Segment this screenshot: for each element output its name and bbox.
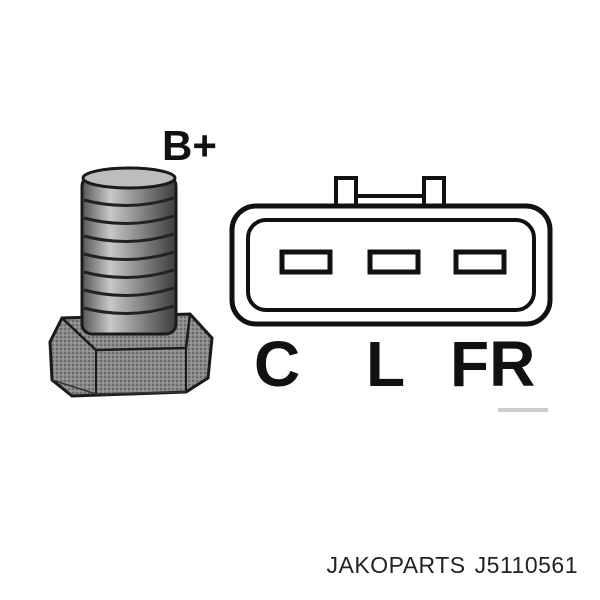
- watermark-mark: [498, 408, 548, 412]
- brand-name: JAKOPARTS: [326, 552, 466, 578]
- pin-fr: [453, 249, 507, 275]
- pin-label-l: L: [366, 328, 405, 400]
- connector-housing: [229, 176, 553, 327]
- pin-label-c: C: [254, 328, 300, 400]
- pin-l: [367, 249, 421, 275]
- pin-label-fr: FR: [450, 328, 535, 400]
- pin-c: [279, 249, 333, 275]
- b-plus-label: B+: [162, 122, 217, 169]
- product-caption: JAKOPARTS J5110561: [327, 552, 578, 579]
- b-plus-terminal-stud: [48, 166, 214, 398]
- part-number: J5110561: [474, 552, 578, 578]
